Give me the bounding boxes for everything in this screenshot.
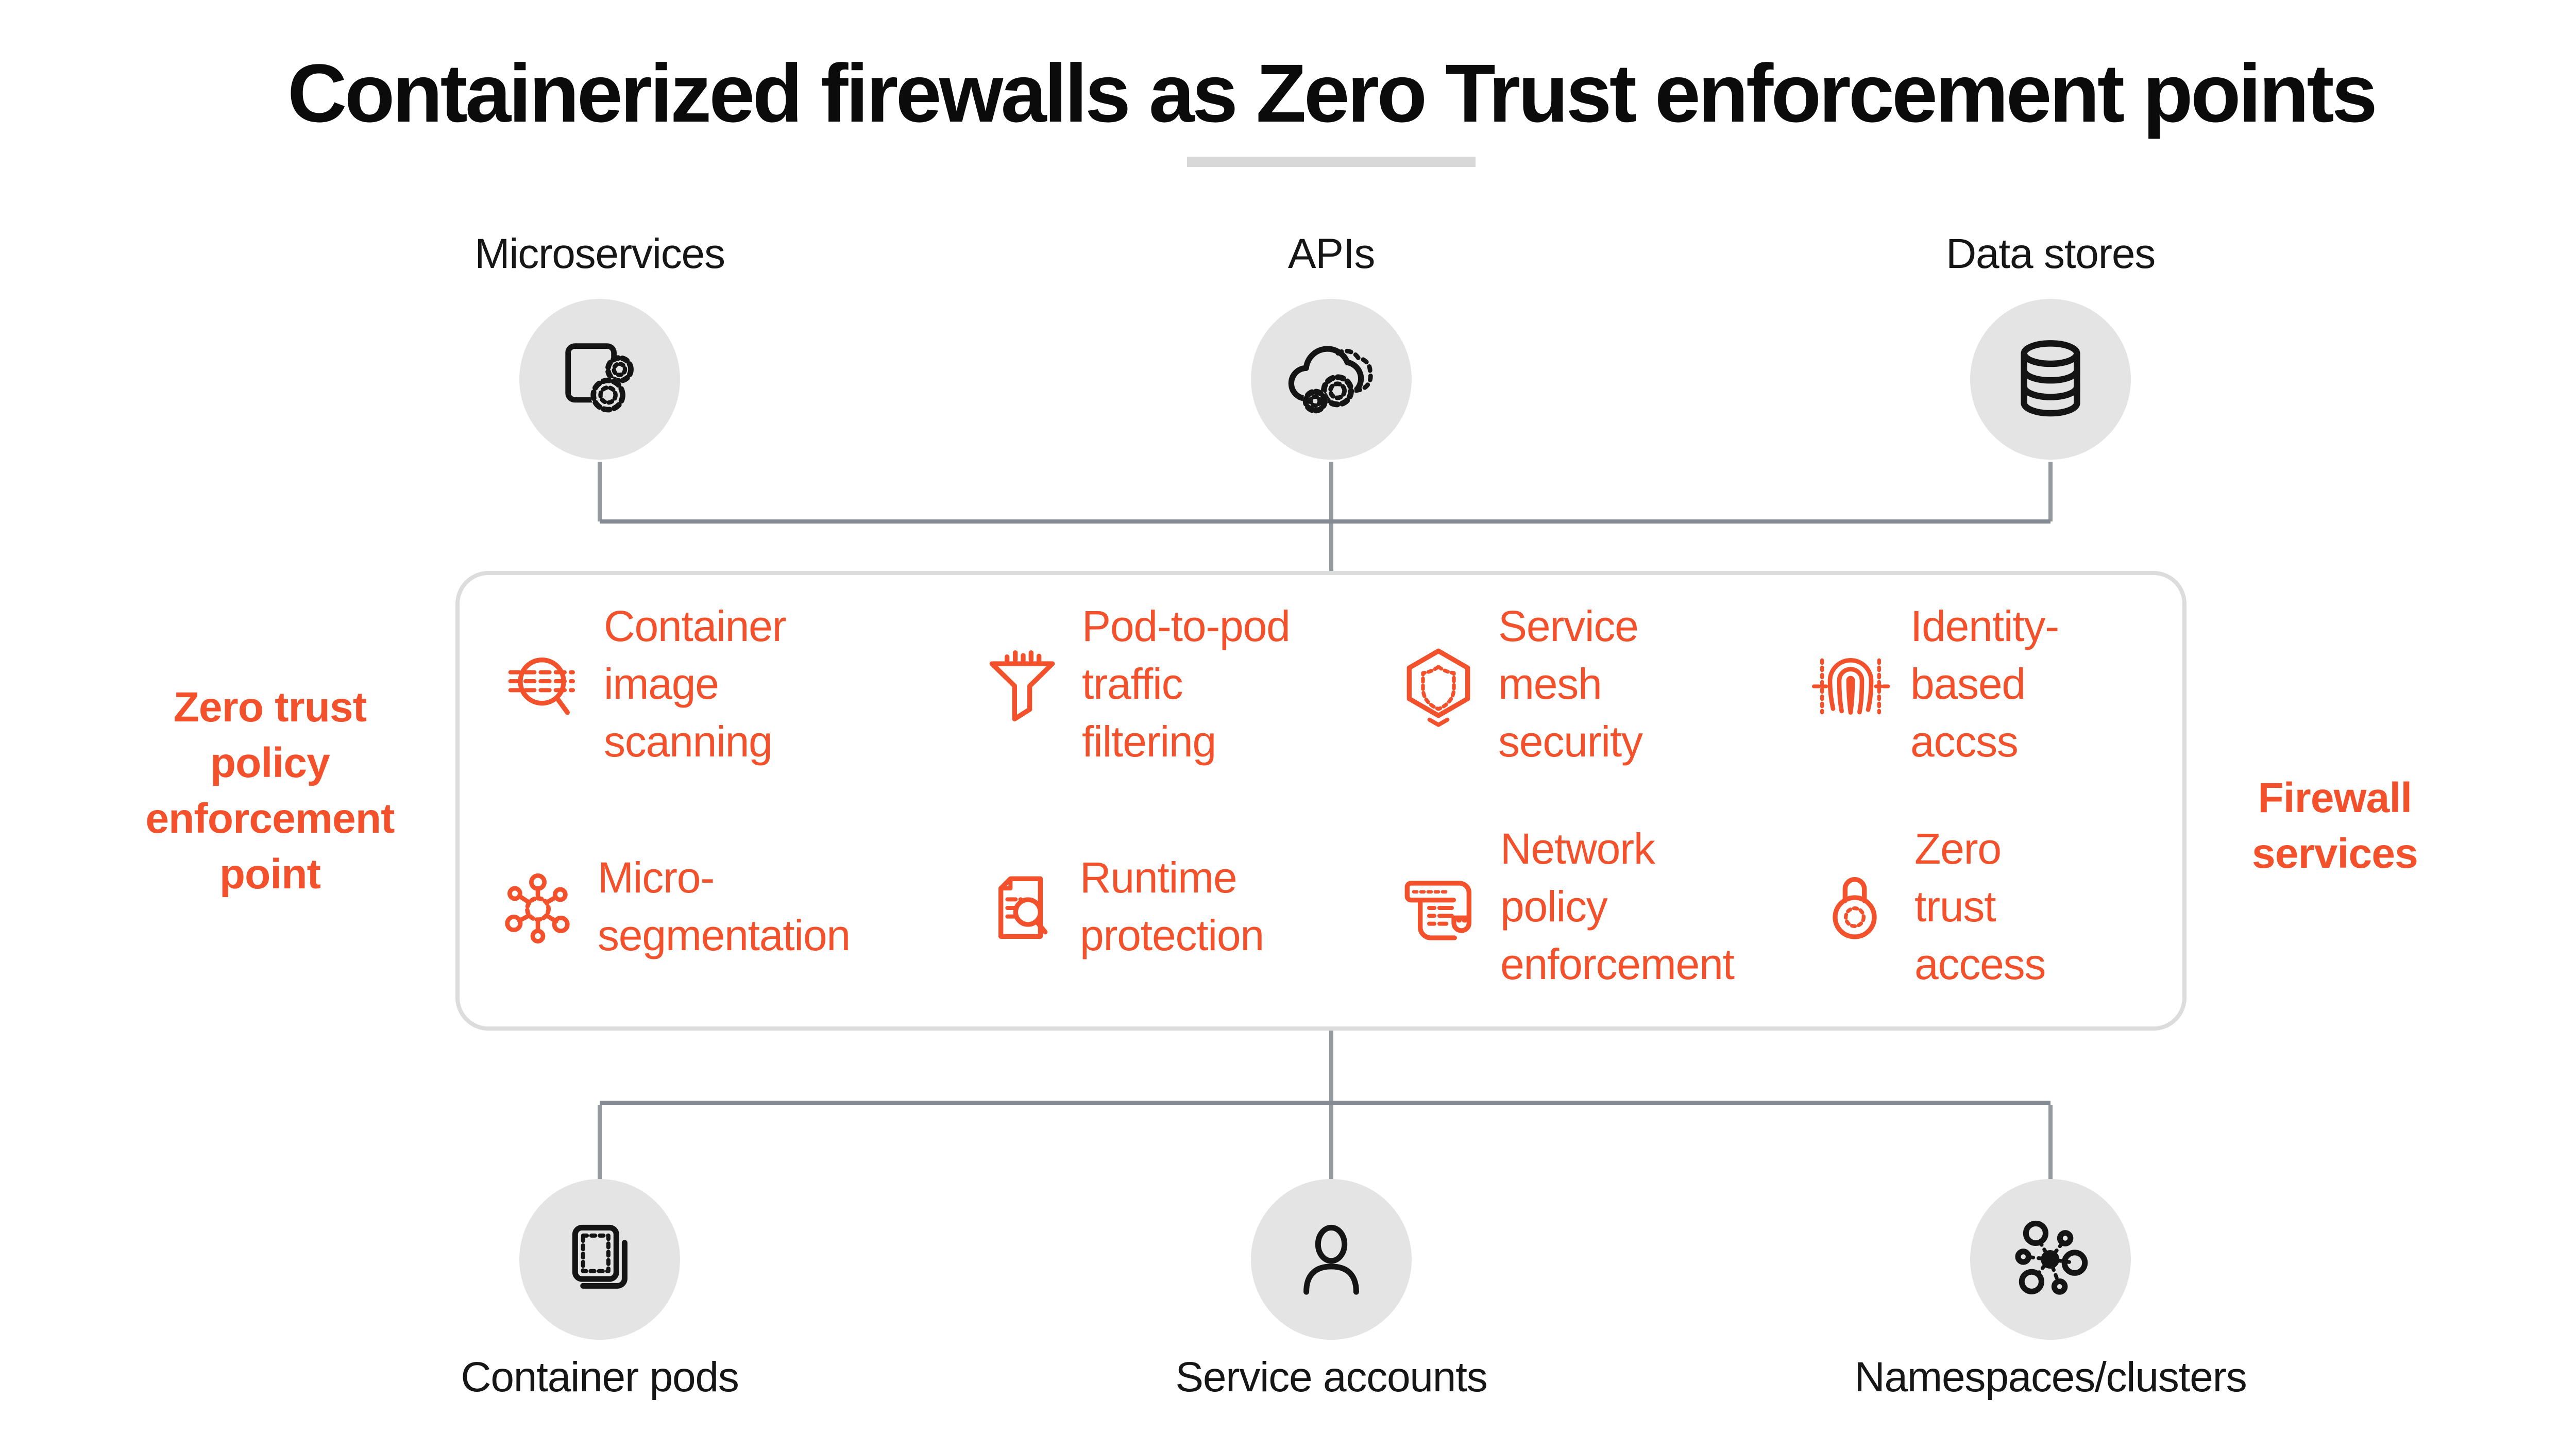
namespaces-clusters-node: [1970, 1179, 2131, 1340]
firewall-services-label: Firewall services: [2252, 775, 2418, 878]
padlock-icon: [1833, 877, 1877, 939]
service-label: Identity- based accss: [1910, 604, 2059, 767]
connector-bottom-right: [2049, 1105, 2052, 1181]
stacked-pods-icon: [572, 1224, 628, 1289]
zero-trust-policy-enforcement-point-label: Zero trust policy enforcement point: [145, 684, 395, 899]
person-icon: [1303, 1224, 1359, 1295]
service-label: Network policy enforcement: [1500, 827, 1735, 989]
microservices-node: [519, 299, 680, 460]
connector-bottom-center-upper: [1330, 1031, 1333, 1103]
container-gears-icon: [565, 343, 634, 413]
top-node-label-microservices: Microservices: [474, 231, 725, 278]
bottom-node-label-namespaces-clusters: Namespaces/clusters: [1854, 1354, 2247, 1402]
service-zero-trust-access: Zero trust access: [1814, 818, 2046, 1000]
connector-bottom-left: [598, 1105, 601, 1181]
service-label: Pod-to-pod traffic filtering: [1082, 604, 1291, 767]
bottom-node-label-service-accounts: Service accounts: [1175, 1354, 1487, 1402]
connector-bottom-horizontal: [600, 1101, 2050, 1105]
connector-top-right: [2049, 462, 2052, 521]
cluster-circles-icon: [2015, 1220, 2088, 1295]
bottom-node-label-container-pods: Container pods: [461, 1354, 739, 1402]
top-node-label-data-stores: Data stores: [1945, 231, 2156, 278]
service-accounts-node: [1251, 1179, 1412, 1340]
title-divider: [1187, 157, 1476, 166]
service-container-image-scanning: Container image scanning: [503, 596, 787, 777]
service-label: Runtime protection: [1080, 855, 1264, 961]
service-service-mesh-security: Service mesh security: [1397, 596, 1643, 777]
top-node-label-apis: APIs: [1287, 231, 1376, 278]
hexagon-shield-icon: [1406, 648, 1470, 727]
service-label: Container image scanning: [604, 604, 787, 767]
cloud-gears-icon: [1288, 346, 1373, 414]
service-identity-based-access: Identity- based accss: [1809, 596, 2059, 777]
connector-bottom-center-lower: [1330, 1105, 1333, 1181]
image-scan-magnifier-icon: [508, 658, 575, 715]
fingerprint-icon: [1812, 658, 1890, 715]
connector-top-left: [598, 462, 601, 521]
funnel-icon: [989, 650, 1055, 721]
service-label: Zero trust access: [1914, 827, 2046, 989]
segmentation-hub-icon: [505, 873, 570, 943]
service-label: Micro- segmentation: [598, 855, 851, 961]
document-scan-icon: [998, 876, 1048, 939]
apis-node: [1251, 299, 1412, 460]
service-network-policy-enforcement: Network policy enforcement: [1399, 818, 1735, 1000]
data-stores-node: [1970, 299, 2131, 460]
database-icon: [2021, 340, 2080, 417]
firewall-services-box: [455, 571, 2187, 1031]
policy-scroll-icon: [1404, 881, 1471, 940]
service-label: Service mesh security: [1498, 604, 1643, 767]
service-pod-to-pod-traffic-filtering: Pod-to-pod traffic filtering: [981, 596, 1291, 777]
page-title: Containerized firewalls as Zero Trust en…: [287, 49, 2378, 140]
connector-top-center: [1330, 462, 1333, 573]
service-runtime-protection: Runtime protection: [979, 818, 1264, 1000]
service-micro-segmentation: Micro- segmentation: [497, 818, 851, 1000]
connector-top-horizontal: [600, 519, 2050, 524]
container-pods-node: [519, 1179, 680, 1340]
